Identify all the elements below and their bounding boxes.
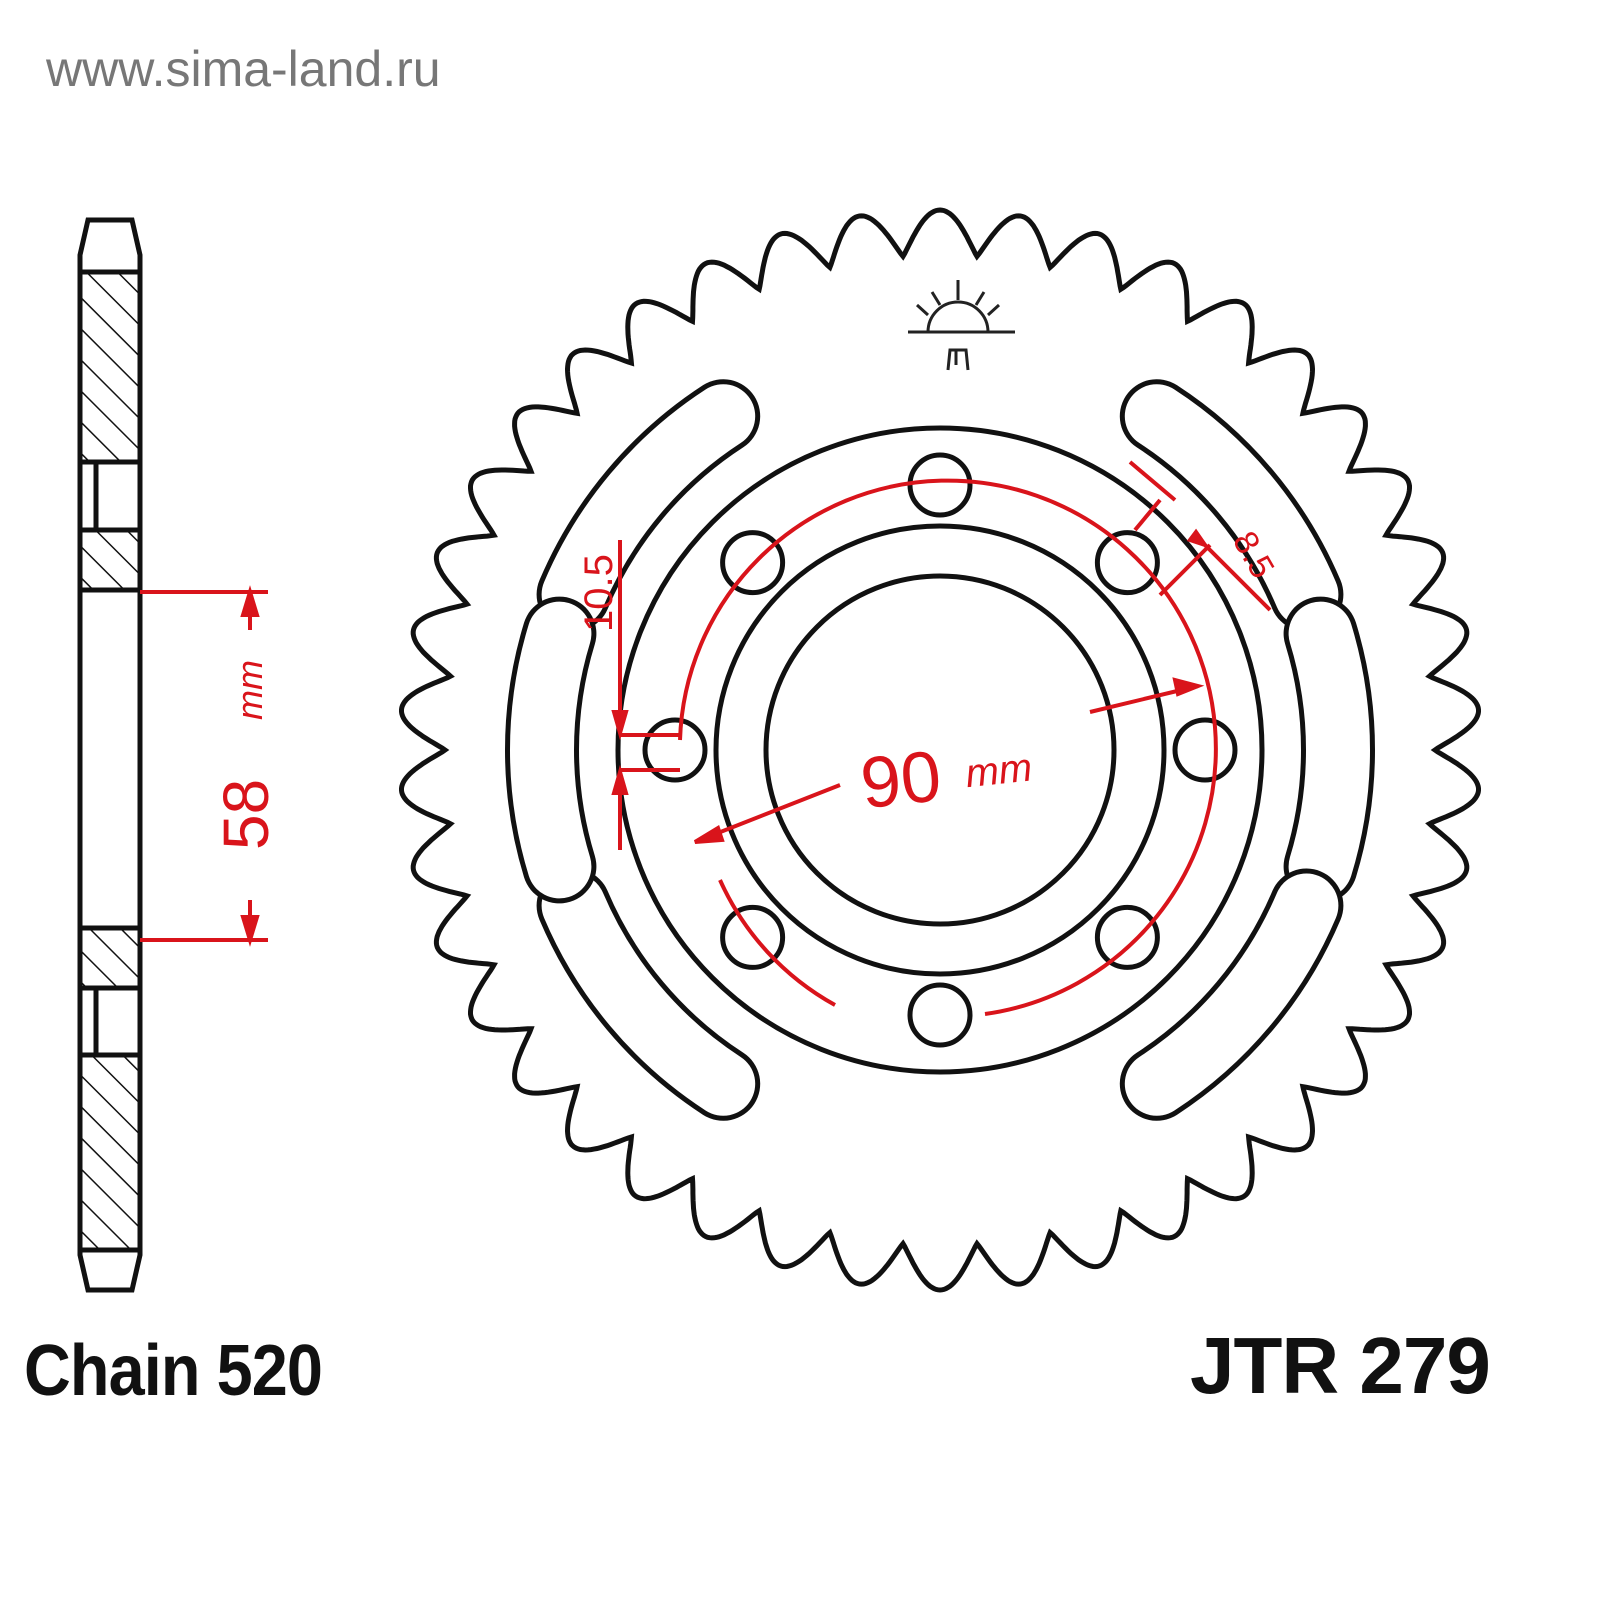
pcd-dimension: [611, 460, 1272, 1016]
bolt-hole: [1094, 530, 1160, 596]
slot: [510, 601, 592, 899]
hatch-hub-bottom: [77, 925, 143, 991]
slot: [541, 384, 756, 627]
lightening-slots: [505, 379, 1375, 1121]
hatch-bottom: [77, 1052, 143, 1253]
chain-label: Chain 520: [24, 1331, 323, 1411]
sprocket-teeth: [399, 207, 1481, 1293]
jt-logo: [908, 280, 1015, 371]
hub-bore-value: 58: [210, 779, 282, 850]
center-bore: [763, 573, 1117, 927]
side-profile: [77, 217, 143, 1293]
slot: [1124, 873, 1339, 1116]
bolt-hole: [907, 452, 973, 518]
inner-ring: [713, 523, 1167, 977]
outer-ring: [615, 425, 1265, 1075]
bolt-hole: [907, 982, 973, 1048]
bolt-hole: [1094, 904, 1160, 970]
bolt-holes: [642, 452, 1238, 1048]
slot: [541, 873, 756, 1116]
pcd-value: 90: [857, 736, 945, 824]
slot: [1124, 384, 1339, 627]
bolt-hole: [720, 530, 786, 596]
hub-dimension: [140, 585, 268, 947]
bolt-hole: [1172, 717, 1238, 783]
part-number: JTR 279: [1190, 1321, 1491, 1410]
bolt-hole: [642, 717, 708, 783]
hub-bore-unit: mm: [229, 660, 270, 720]
bolt-hole: [720, 904, 786, 970]
watermark-url: www.sima-land.ru: [46, 41, 441, 97]
slot: [1288, 601, 1370, 899]
bolt-hole-dimension: 10.5: [577, 554, 621, 632]
hatch-hub-top: [77, 527, 143, 593]
sprocket-front-view: [399, 207, 1481, 1293]
hatch-top: [77, 269, 143, 465]
pcd-unit: mm: [963, 746, 1034, 797]
